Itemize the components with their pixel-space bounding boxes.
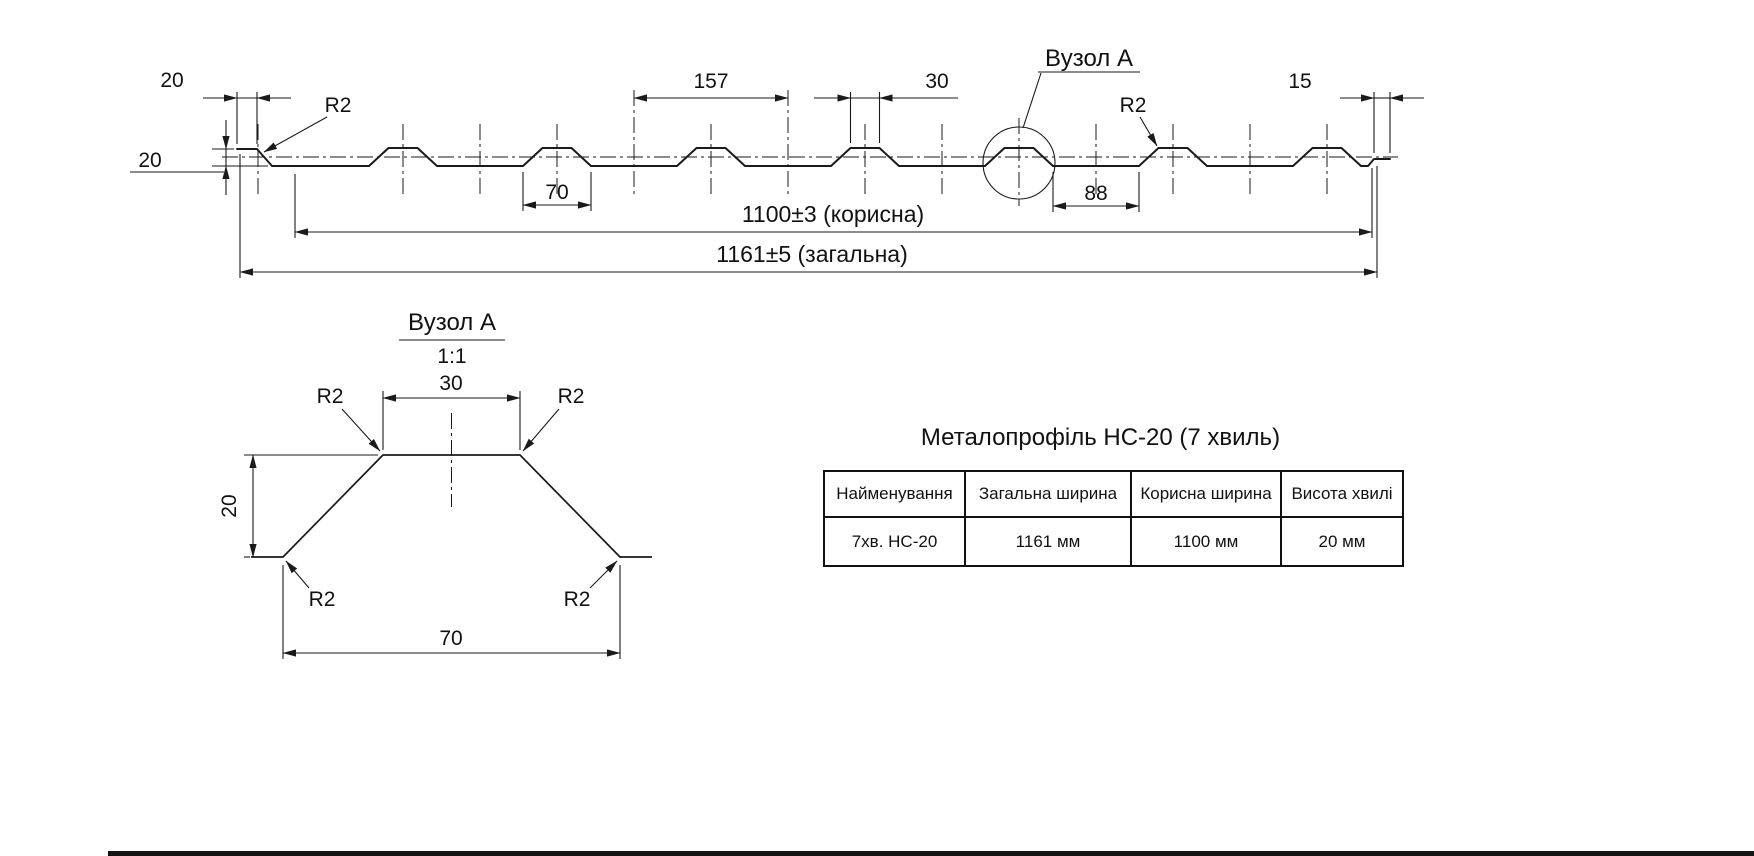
dim-trough-label: 88	[1084, 182, 1107, 205]
dim-lip-right: 15	[1288, 70, 1424, 153]
detail-title: Вузол А	[408, 309, 496, 336]
node-a-callout-label: Вузол А	[1045, 45, 1133, 72]
detail-radius-top-right-label: R2	[558, 385, 585, 408]
spec-header-useful-width: Корисна ширина	[1130, 470, 1282, 518]
radius-left-label: R2	[325, 94, 352, 117]
detail-radius-bottom-left-label: R2	[309, 588, 336, 611]
detail-radius-top-left-label: R2	[317, 385, 344, 408]
profile-section-view: Вузол А 20 20 R2 157	[130, 45, 1424, 278]
dim-profile-height-label: 20	[138, 149, 161, 172]
detail-dim-top: 30	[382, 372, 521, 450]
node-a-leader	[1022, 72, 1042, 129]
detail-dim-height: 20	[218, 454, 378, 558]
spec-header-overall-width: Загальна ширина	[964, 470, 1132, 518]
detail-radius-top-right: R2	[522, 385, 585, 452]
dim-lip-right-label: 15	[1288, 70, 1311, 93]
dim-lip-left: 20	[160, 69, 291, 144]
radius-right-label: R2	[1120, 94, 1147, 117]
detail-scale-label: 1:1	[437, 345, 466, 368]
wave-centerlines	[257, 90, 1328, 206]
node-a-detail-view: Вузол А 1:1 30 R2 R2 20	[218, 309, 652, 659]
dim-overall-width: 1161±5 (загальна)	[239, 154, 1378, 278]
spec-header-name: Найменування	[823, 470, 966, 518]
detail-radius-bottom-right: R2	[564, 560, 618, 611]
dim-crest-bottom-label: 70	[545, 181, 568, 204]
dim-pitch-label: 157	[693, 70, 728, 93]
node-a-detail-circle	[982, 126, 1056, 200]
spec-table-data-row: 7хв. НС-20 1161 мм 1100 мм 20 мм	[823, 516, 1404, 567]
bottom-edge-artifact	[108, 851, 1754, 856]
detail-dim-bottom: 70	[282, 565, 621, 659]
dim-useful-width: 1100±3 (корисна)	[294, 168, 1373, 238]
spec-cell-name: 7хв. НС-20	[823, 516, 966, 567]
dim-overall-width-label: 1161±5 (загальна)	[716, 241, 908, 267]
spec-table-header-row: Найменування Загальна ширина Корисна шир…	[823, 470, 1404, 518]
detail-dim-top-label: 30	[439, 372, 462, 395]
detail-dim-height-label: 20	[218, 494, 241, 517]
dim-crest-top: 30	[814, 70, 958, 143]
detail-radius-bottom-left: R2	[285, 560, 336, 611]
dim-lip-left-label: 20	[160, 69, 183, 92]
detail-dim-bottom-label: 70	[439, 627, 462, 650]
spec-title: Металопрофіль НС-20 (7 хвиль)	[920, 424, 1281, 451]
detail-radius-top-left: R2	[317, 385, 381, 452]
dim-crest-top-label: 30	[925, 70, 948, 93]
spec-table: Найменування Загальна ширина Корисна шир…	[823, 470, 1404, 567]
spec-cell-useful-width: 1100 мм	[1130, 516, 1282, 567]
spec-header-wave-height: Висота хвилі	[1280, 470, 1404, 518]
spec-cell-wave-height: 20 мм	[1280, 516, 1404, 567]
dim-pitch: 157	[633, 70, 789, 102]
dim-useful-width-label: 1100±3 (корисна)	[742, 201, 924, 227]
dim-crest-bottom: 70	[522, 172, 592, 211]
radius-callout-right: R2	[1120, 94, 1158, 147]
dim-profile-height: 20	[130, 120, 268, 195]
detail-radius-bottom-right-label: R2	[564, 588, 591, 611]
profile-outline	[236, 147, 1391, 167]
dim-trough: 88	[1052, 172, 1140, 212]
spec-cell-overall-width: 1161 мм	[964, 516, 1132, 567]
radius-callout-left: R2	[263, 94, 352, 153]
